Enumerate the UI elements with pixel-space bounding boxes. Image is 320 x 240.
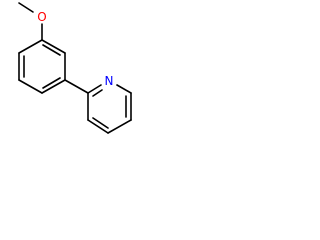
nitrogen-atom-label: N bbox=[105, 74, 114, 88]
pyridine-bond bbox=[107, 119, 132, 134]
pyridine-double-bond bbox=[92, 89, 103, 97]
bond-methyl-oxygen bbox=[18, 2, 34, 13]
benzene-bond bbox=[41, 79, 66, 94]
pyridine-double-bond bbox=[92, 117, 109, 129]
benzene-bond bbox=[41, 39, 66, 54]
oxygen-atom-label: O bbox=[37, 10, 46, 24]
pyridine-bond bbox=[87, 119, 109, 134]
benzene-double-bond bbox=[42, 44, 61, 56]
pyridine-bond bbox=[116, 84, 132, 94]
pyridine-bond bbox=[87, 84, 102, 94]
pyridine-ring bbox=[87, 84, 132, 134]
bond-biaryl bbox=[64, 79, 89, 94]
benzene-bond bbox=[18, 39, 43, 54]
benzene-double-bond bbox=[42, 77, 61, 89]
chemical-structure: O N bbox=[18, 2, 132, 134]
benzene-bond bbox=[18, 79, 43, 94]
benzene-ring bbox=[18, 39, 66, 94]
